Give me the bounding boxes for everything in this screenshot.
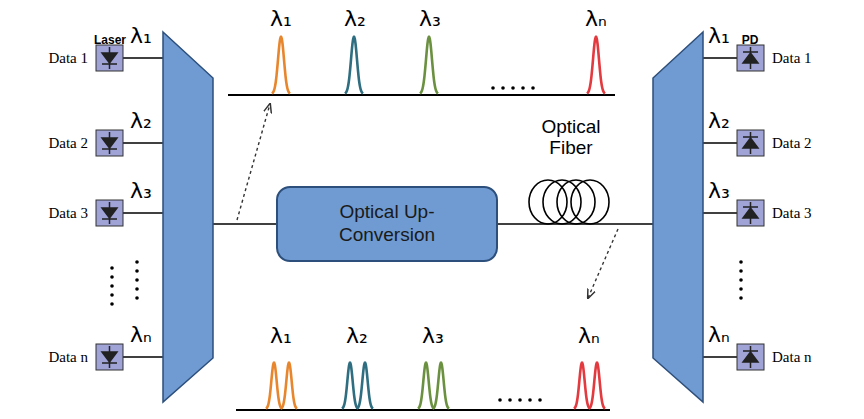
photodiode-box xyxy=(737,130,764,156)
ellipsis-dot xyxy=(528,398,532,402)
wavelength-label: λₙ xyxy=(585,7,607,31)
photodiode-symbol xyxy=(743,47,758,69)
fiber-line xyxy=(700,212,737,214)
data-label: Data 1 xyxy=(48,50,88,67)
wavelength-label: λ₃ xyxy=(708,179,730,203)
spectral-peak xyxy=(587,37,605,94)
demultiplexer xyxy=(653,32,703,402)
ellipsis-dot xyxy=(538,398,542,402)
photodiode-box xyxy=(737,344,764,370)
ellipsis-dot xyxy=(110,275,114,279)
ellipsis-dot xyxy=(135,260,139,264)
laser-box xyxy=(96,45,123,71)
ellipsis-dot xyxy=(135,278,139,282)
ellipsis-dot xyxy=(135,269,139,273)
wavelength-label: λ₂ xyxy=(708,109,730,133)
wavelength-label: λ₁ xyxy=(130,24,152,48)
ellipsis-dot xyxy=(531,86,535,90)
ellipsis-dot xyxy=(110,302,114,306)
photodiode-symbol xyxy=(743,132,758,154)
wavelength-label: λₙ xyxy=(130,323,152,347)
diode-symbol xyxy=(102,346,117,368)
ellipsis-dot xyxy=(739,278,743,282)
spectral-peak xyxy=(433,363,449,409)
photodiode-symbol xyxy=(743,346,758,368)
photodiode-box xyxy=(737,45,764,71)
data-label: Data n xyxy=(772,349,812,366)
wavelength-label: λ₁ xyxy=(708,24,730,48)
spectral-peak xyxy=(272,37,290,94)
spectral-peak xyxy=(589,363,605,409)
wavelength-label: λ₁ xyxy=(270,324,292,348)
diode-symbol xyxy=(102,132,117,154)
multiplexer xyxy=(163,32,213,402)
ellipsis-dot xyxy=(521,86,525,90)
fiber-line xyxy=(700,356,737,358)
data-label: Data 3 xyxy=(48,205,88,222)
laser-box xyxy=(96,200,123,226)
ellipsis-dot xyxy=(498,398,502,402)
ellipsis-dot xyxy=(491,86,495,90)
fiber-line xyxy=(123,142,165,144)
spectral-peak xyxy=(342,363,358,409)
ellipsis-dot xyxy=(501,86,505,90)
data-label: Data 2 xyxy=(48,135,88,152)
ellipsis-dot xyxy=(110,284,114,288)
wavelength-label: λ₂ xyxy=(344,7,366,31)
process-box: Optical Up-Conversion xyxy=(276,186,498,262)
fiber-line xyxy=(700,142,737,144)
spectral-peak xyxy=(345,37,363,94)
fiber-line xyxy=(123,57,165,59)
pointer-arrow xyxy=(588,229,618,298)
ellipsis-dot xyxy=(739,287,743,291)
wavelength-label: λ₂ xyxy=(346,324,368,348)
fiber-line xyxy=(123,356,165,358)
device-label: Laser xyxy=(94,34,126,47)
spectrum-axis xyxy=(236,409,610,411)
wavelength-label: λₙ xyxy=(708,323,730,347)
ellipsis-dot xyxy=(110,266,114,270)
ellipsis-dot xyxy=(739,269,743,273)
diode-symbol xyxy=(102,47,117,69)
wavelength-label: λ₃ xyxy=(419,7,441,31)
ellipsis-dot xyxy=(135,287,139,291)
ellipsis-dot xyxy=(508,398,512,402)
ellipsis-dot xyxy=(739,260,743,264)
wavelength-label: λ₂ xyxy=(130,109,152,133)
spectral-peak xyxy=(357,363,373,409)
data-label: Data 1 xyxy=(772,50,812,67)
diode-symbol xyxy=(102,202,117,224)
spectrum-axis xyxy=(228,94,615,96)
photodiode-box xyxy=(737,200,764,226)
pointer-arrow xyxy=(237,104,270,220)
device-label: PD xyxy=(742,34,759,47)
spectral-peak xyxy=(281,363,297,409)
fiber-coil xyxy=(571,180,609,224)
ellipsis-dot xyxy=(110,293,114,297)
laser-box xyxy=(96,130,123,156)
ellipsis-dot xyxy=(135,296,139,300)
wavelength-label: λ₃ xyxy=(130,179,152,203)
spectral-peak xyxy=(420,37,438,94)
wavelength-label: λ₃ xyxy=(422,324,444,348)
wavelength-label: λ₁ xyxy=(270,7,292,31)
box-label: Optical Up-Conversion xyxy=(312,201,462,247)
fiber-label: Optical Fiber xyxy=(526,117,616,159)
spectral-peak xyxy=(418,363,434,409)
fiber-line xyxy=(123,212,165,214)
fiber-line xyxy=(700,57,737,59)
data-label: Data n xyxy=(48,349,88,366)
photodiode-symbol xyxy=(743,202,758,224)
spectral-peak xyxy=(574,363,590,409)
spectral-peak xyxy=(266,363,282,409)
ellipsis-dot xyxy=(518,398,522,402)
data-label: Data 3 xyxy=(772,205,812,222)
ellipsis-dot xyxy=(511,86,515,90)
data-label: Data 2 xyxy=(772,135,812,152)
wavelength-label: λₙ xyxy=(578,324,600,348)
laser-box xyxy=(96,344,123,370)
ellipsis-dot xyxy=(739,296,743,300)
